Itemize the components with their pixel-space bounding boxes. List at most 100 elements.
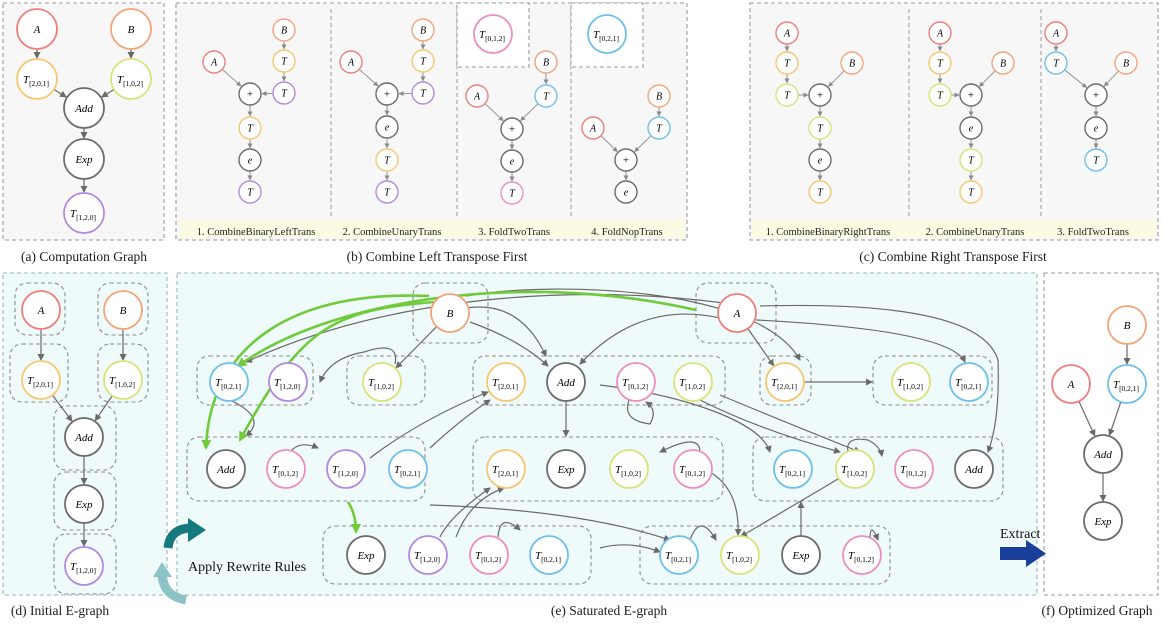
e-T012-13-label: T[0,1,2] xyxy=(272,464,298,478)
edge xyxy=(689,525,717,541)
e-exp-30-label: Exp xyxy=(791,550,810,562)
edge xyxy=(579,313,721,365)
edge xyxy=(755,319,966,363)
a-add-node: Add xyxy=(63,87,105,129)
c3-e-label: e xyxy=(1094,124,1099,135)
b1-B-label: B xyxy=(281,26,287,37)
c2-B-node: B xyxy=(991,51,1015,75)
e-T012-19-label: T[0,1,2] xyxy=(679,464,705,478)
eclass-d-5 xyxy=(53,471,117,531)
a-exp-label: Exp xyxy=(74,154,93,166)
edge xyxy=(659,441,701,453)
c2-T2-node: T xyxy=(928,83,952,107)
e-T021-28-node: T[0,2,1] xyxy=(659,535,699,575)
circular-rewrite-arrows-icon xyxy=(153,518,206,605)
e-T102-18-label: T[1,0,2] xyxy=(615,464,641,478)
eclass-e-3 xyxy=(346,355,426,406)
eclass-e-8 xyxy=(472,436,724,502)
e-add-23-label: Add xyxy=(964,464,983,476)
e-T012-26-label: T[0,1,2] xyxy=(475,550,501,564)
eclass-d-1 xyxy=(97,282,149,336)
c1-T3-node: T xyxy=(808,116,832,140)
e-T102-10-node: T[1,0,2] xyxy=(891,362,931,402)
a-A-node: A xyxy=(16,8,58,50)
a-T102-label: T[1,0,2] xyxy=(117,74,143,88)
e-T102-8-label: T[1,0,2] xyxy=(679,377,705,391)
e-T102-29-node: T[1,0,2] xyxy=(720,535,760,575)
step-c1: 1. CombineBinaryRightTrans xyxy=(766,227,890,238)
c3-plus-node: + xyxy=(1084,83,1108,107)
b1-B-node: B xyxy=(272,18,296,42)
rule-band-b xyxy=(180,219,685,238)
d-T201-label: T[2,0,1] xyxy=(27,375,53,389)
b3-A-label: A xyxy=(473,92,481,103)
c2-plus-node: + xyxy=(959,83,983,107)
a-T201-label: T[2,0,1] xyxy=(23,74,49,88)
c2-T3-node: T xyxy=(959,148,983,172)
b1-T4-node: T xyxy=(238,180,262,204)
d-A-node: A xyxy=(21,290,61,330)
b3-plus-label: + xyxy=(509,124,515,136)
d-add-label: Add xyxy=(74,432,93,444)
e-T120-3-node: T[1,2,0] xyxy=(268,362,308,402)
edge xyxy=(1103,70,1119,87)
b2-T-label: T xyxy=(420,57,427,68)
c3-B-label: B xyxy=(1123,59,1129,70)
c2-A-node: A xyxy=(928,21,952,45)
e-B-0-label: B xyxy=(447,308,454,320)
d-T102-label: T[1,0,2] xyxy=(109,375,135,389)
step-b4: 4. FoldNopTrans xyxy=(591,227,662,238)
edge xyxy=(1064,69,1088,88)
right-arrow-icon xyxy=(1000,540,1046,567)
step-b3: 3. FoldTwoTrans xyxy=(478,227,550,238)
edge xyxy=(1108,401,1122,437)
e-T021-15-node: T[0,2,1] xyxy=(388,449,428,489)
c2-T-node: T xyxy=(928,51,952,75)
d-A-label: A xyxy=(37,305,45,317)
e-T021-27-node: T[0,2,1] xyxy=(529,535,569,575)
f-A-label: A xyxy=(1067,379,1075,391)
b3-T-label: T xyxy=(543,92,550,103)
e-T201-9-node: T[2,0,1] xyxy=(765,362,805,402)
e-A-1-label: A xyxy=(733,308,741,320)
c2-T4-node: T xyxy=(959,180,983,204)
b3-bigT-node: T[0,1,2] xyxy=(473,14,513,54)
b3-e-label: e xyxy=(510,157,515,168)
b2-T2-node: T xyxy=(411,81,435,105)
b1-T2-label: T xyxy=(281,89,288,100)
b4-A-node: A xyxy=(581,116,605,140)
b3-B-label: B xyxy=(543,58,549,69)
b2-T4-label: T xyxy=(384,188,391,199)
e-T102-18-node: T[1,0,2] xyxy=(609,449,649,489)
d-T201-node: T[2,0,1] xyxy=(21,360,61,400)
eclass-e-4 xyxy=(472,355,726,406)
c1-e-node: e xyxy=(808,148,832,172)
edge xyxy=(759,304,999,453)
e-T201-9-label: T[2,0,1] xyxy=(771,377,797,391)
d-T120-label: T[1,2,0] xyxy=(70,561,96,575)
e-T012-22-label: T[0,1,2] xyxy=(900,464,926,478)
edge xyxy=(51,394,73,422)
edge xyxy=(709,471,742,536)
e-add-6-label: Add xyxy=(556,377,575,389)
step-b2: 2. CombineUnaryTrans xyxy=(343,227,442,238)
e-T021-20-node: T[0,2,1] xyxy=(773,449,813,489)
edge xyxy=(94,395,113,422)
green-rewrite-edge xyxy=(238,300,435,442)
c1-e-label: e xyxy=(818,156,823,167)
e-T012-7-node: T[0,1,2] xyxy=(616,362,656,402)
f-exp-node: Exp xyxy=(1083,501,1123,541)
edge xyxy=(634,135,652,152)
e-T102-21-label: T[1,0,2] xyxy=(841,464,867,478)
e-T012-31-label: T[0,1,2] xyxy=(848,550,874,564)
b4-e-label: e xyxy=(624,188,629,199)
e-exp-17-label: Exp xyxy=(556,464,575,476)
e-T012-19-node: T[0,1,2] xyxy=(673,449,713,489)
a-add-label: Add xyxy=(74,103,93,115)
c2-A-label: A xyxy=(936,29,944,40)
b1-T3-label: T xyxy=(247,124,254,135)
edge xyxy=(429,504,671,542)
edge xyxy=(469,321,549,367)
green-rewrite-edge xyxy=(236,290,697,368)
